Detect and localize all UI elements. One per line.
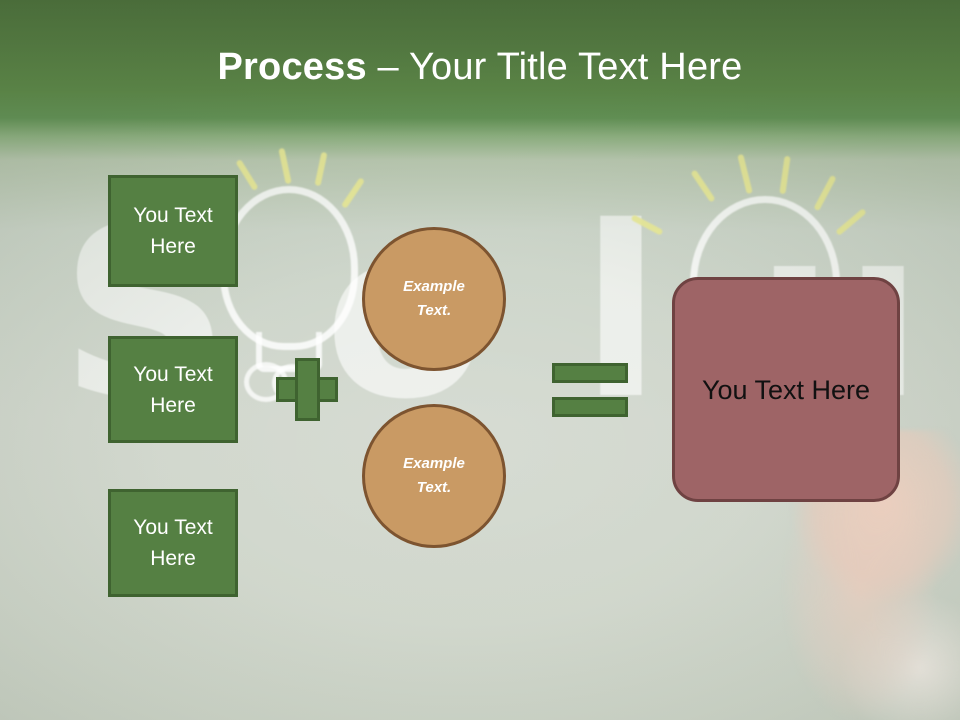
plus-center-fill — [298, 380, 317, 399]
input-box-1[interactable]: You Text Here — [108, 175, 238, 287]
page-title-rest: – Your Title Text Here — [366, 46, 743, 88]
result-box[interactable]: You Text Here — [672, 277, 900, 502]
example-circle-2[interactable]: Example Text. — [362, 404, 506, 548]
page-title-bold: Process — [217, 46, 367, 88]
example-circle-1[interactable]: Example Text. — [362, 227, 506, 371]
page-title: Process – Your Title Text Here — [0, 44, 960, 90]
equals-bottom-bar — [552, 397, 628, 417]
example-circle-2-line2: Text. — [416, 479, 452, 496]
example-circle-1-line1: Example — [403, 278, 465, 295]
equals-operator-icon — [552, 363, 628, 417]
input-box-1-label: You Text Here — [133, 204, 213, 258]
input-box-2-label: You Text Here — [133, 362, 213, 417]
example-circle-1-line2: Text. — [416, 302, 452, 319]
input-box-3[interactable]: You Text Here — [108, 489, 238, 597]
result-box-label: You Text Here — [701, 374, 871, 405]
equals-top-bar — [552, 363, 628, 383]
example-circle-2-line1: Example — [403, 455, 465, 472]
plus-operator-icon — [276, 358, 338, 421]
input-box-2[interactable]: You Text Here — [108, 336, 238, 443]
input-box-3-label: You Text Here — [133, 516, 213, 570]
